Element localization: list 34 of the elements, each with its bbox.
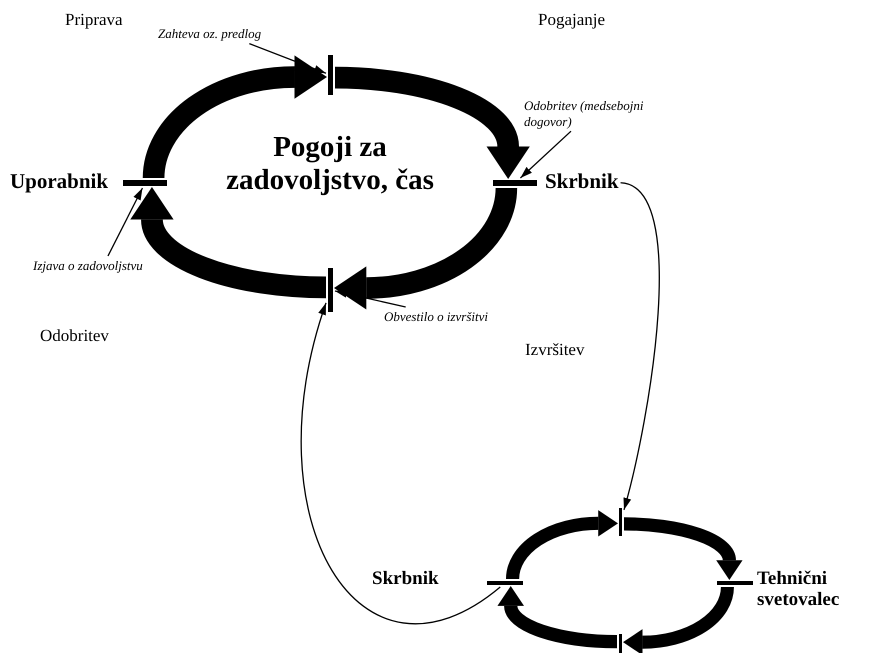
cycle-arrow — [624, 517, 742, 580]
role-label: Tehnični svetovalec — [757, 569, 840, 611]
cycle-arrow — [334, 187, 518, 310]
leader-line — [334, 290, 406, 308]
junction-bar — [619, 508, 622, 536]
annotation-text: Izjava o zadovoljstvu — [33, 258, 173, 274]
leader-line — [249, 42, 326, 74]
junction-bar — [328, 268, 333, 312]
annotation-text: Obvestilo o izvršitvi — [384, 309, 514, 325]
role-label: Uporabnik — [10, 170, 108, 194]
annotation-text: Odobritev (medsebojni dogovor) — [524, 98, 656, 130]
role-label: Skrbnik — [545, 170, 619, 194]
leader-line — [520, 130, 572, 178]
curved-arrow — [300, 302, 501, 624]
junction-bar — [717, 581, 753, 585]
leader-line — [107, 188, 144, 256]
cycle-arrow — [498, 586, 618, 648]
loop-title: Pogoji za zadovoljstvo, čas — [225, 131, 435, 198]
phase-label: Odobritev — [40, 326, 109, 346]
junction-bar — [328, 55, 333, 95]
junction-bar — [487, 581, 523, 585]
junction-bar — [123, 180, 167, 186]
phase-label: Priprava — [65, 10, 123, 30]
junction-bar — [493, 180, 537, 186]
cycle-arrow — [506, 510, 618, 580]
cycle-arrow — [142, 55, 327, 179]
phase-label: Pogajanje — [538, 10, 606, 30]
curved-arrow — [620, 182, 660, 510]
phase-label: Izvršitev — [525, 340, 584, 360]
junction-bar — [619, 634, 622, 653]
annotation-text: Zahteva oz. predlog — [158, 26, 290, 42]
role-label: Skrbnik — [372, 569, 439, 590]
cycle-arrow — [130, 187, 326, 298]
cycle-arrow — [334, 66, 530, 179]
